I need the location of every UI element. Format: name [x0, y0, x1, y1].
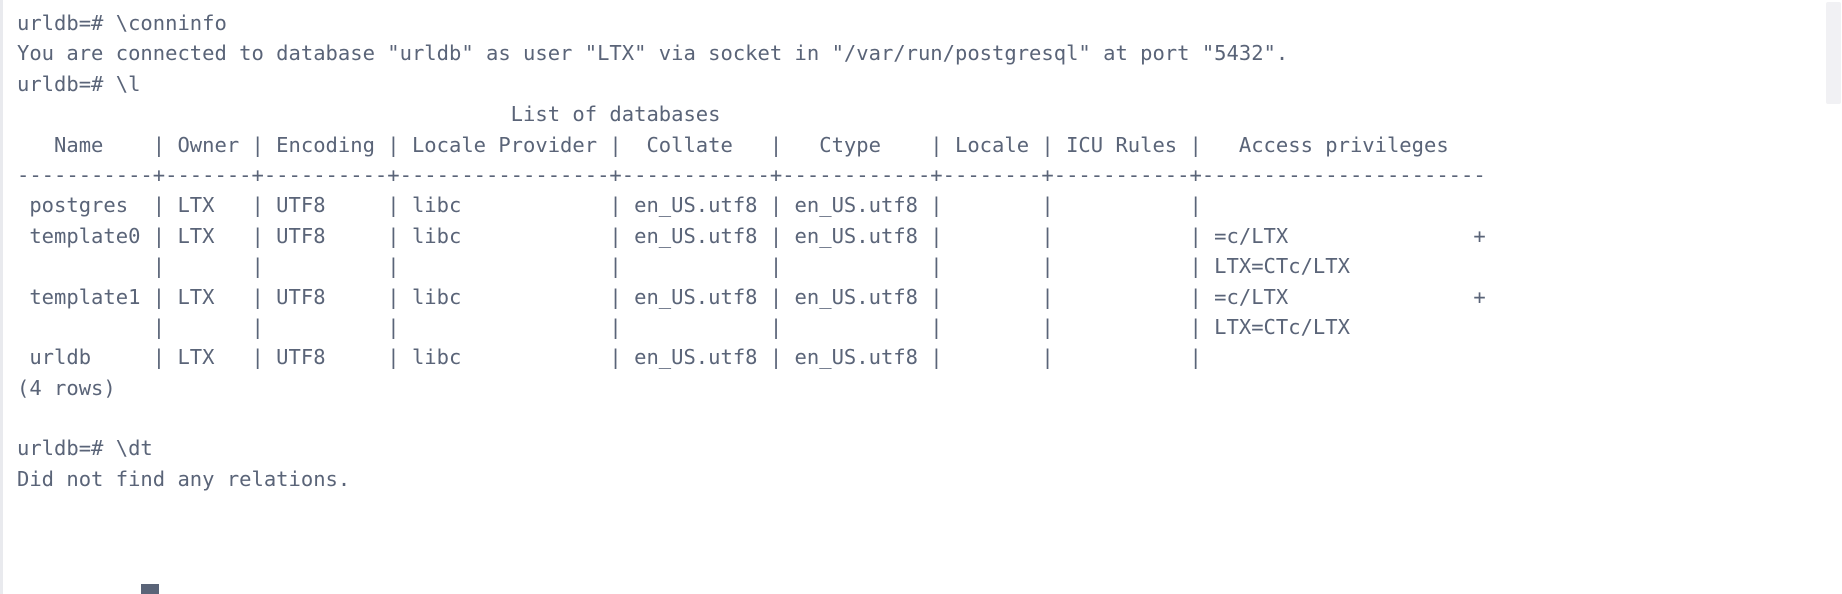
table-row-continuation: | | | | | | | | LTX=CTc/LTX: [17, 314, 1486, 339]
table-title: List of databases: [17, 102, 721, 127]
blank-line: [17, 403, 1842, 433]
terminal-output: urldb=# \conninfo You are connected to d…: [3, 0, 1842, 494]
vertical-scrollbar[interactable]: [1825, 0, 1842, 594]
command-line-list-tables: urldb=# \dt: [17, 436, 153, 461]
table-row: template0 | LTX | UTF8 | libc | en_US.ut…: [17, 223, 1486, 248]
table-separator-row: -----------+-------+----------+---------…: [17, 162, 1486, 187]
table-row: urldb | LTX | UTF8 | libc | en_US.utf8 |…: [17, 345, 1486, 370]
block-cursor: [141, 584, 159, 594]
table-header-row: Name | Owner | Encoding | Locale Provide…: [17, 132, 1486, 157]
dt-result-message: Did not find any relations.: [17, 466, 351, 491]
command-line-conninfo: urldb=# \conninfo: [17, 11, 227, 35]
command-line-list-db: urldb=# \l: [17, 71, 141, 96]
conninfo-output: You are connected to database "urldb" as…: [17, 41, 1289, 66]
row-count-label: (4 rows): [17, 375, 116, 400]
table-row-continuation: | | | | | | | | LTX=CTc/LTX: [17, 254, 1486, 279]
scrollbar-thumb[interactable]: [1826, 2, 1841, 104]
table-row: template1 | LTX | UTF8 | libc | en_US.ut…: [17, 284, 1486, 309]
table-row: postgres | LTX | UTF8 | libc | en_US.utf…: [17, 193, 1486, 218]
